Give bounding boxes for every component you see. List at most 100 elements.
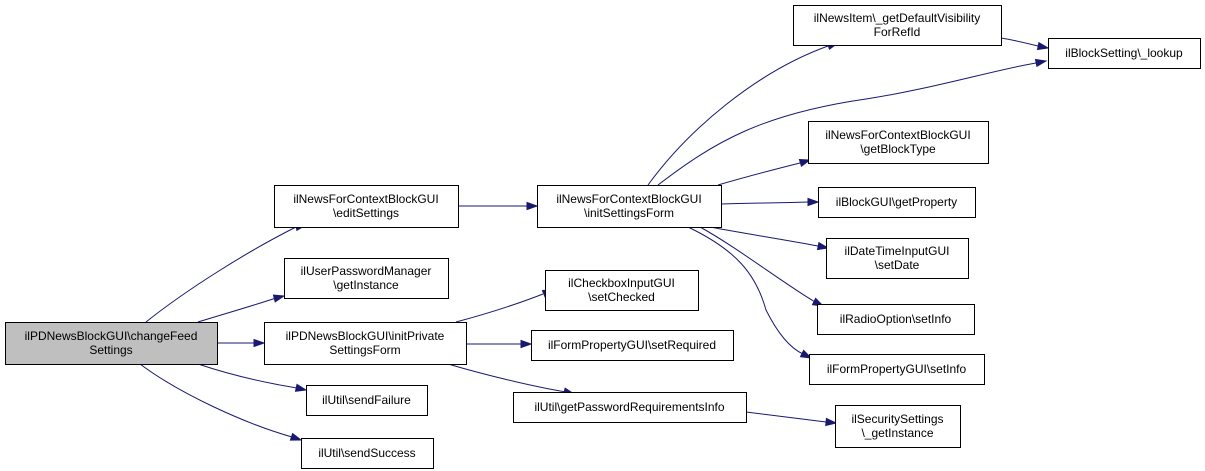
arrowhead-icon: [526, 201, 539, 211]
arrowhead-icon: [289, 432, 303, 441]
edge-line: [1000, 37, 1039, 47]
edge-line: [197, 297, 277, 323]
node-label: ForRefId: [874, 25, 921, 39]
edge-line: [197, 363, 298, 389]
edge-root-to-editSettings: [145, 222, 308, 323]
node-box[interactable]: [793, 5, 1002, 46]
edge-initPrivate-to-setChecked: [455, 289, 555, 323]
node-label: ilUtil\sendFailure: [322, 393, 411, 407]
edge-layer: [139, 37, 1050, 441]
node-box[interactable]: [545, 270, 699, 311]
node-label: ilPDNewsBlockGUI\initPrivate: [286, 329, 445, 343]
edge-root-to-sendFailure: [197, 363, 308, 392]
edge-initSettingsForm-to-radioSetInfo: [699, 226, 825, 307]
node-label: ilCheckboxInputGUI: [568, 276, 675, 290]
edge-initPrivate-to-pwReqInfo: [447, 363, 576, 396]
node-box[interactable]: [818, 187, 976, 218]
node-editSettings[interactable]: ilNewsForContextBlockGUI\editSettings: [274, 185, 459, 228]
node-lookup[interactable]: ilBlockSetting\_lookup: [1048, 38, 1201, 69]
edge-line: [699, 226, 816, 303]
node-getProperty[interactable]: ilBlockGUI\getProperty: [818, 187, 976, 218]
node-label: ilUtil\sendSuccess: [318, 446, 415, 460]
node-label: ilFormPropertyGUI\setInfo: [827, 362, 967, 376]
node-box[interactable]: [264, 322, 467, 365]
arrowhead-icon: [1034, 58, 1048, 68]
node-box[interactable]: [513, 392, 747, 423]
node-box[interactable]: [808, 121, 989, 164]
edge-line: [657, 62, 1037, 186]
node-label: ilDateTimeInputGUI: [845, 244, 950, 258]
node-box[interactable]: [809, 354, 985, 385]
node-label: ilBlockGUI\getProperty: [836, 195, 957, 209]
node-label: \getInstance: [333, 278, 399, 292]
node-setRequired[interactable]: ilFormPropertyGUI\setRequired: [531, 330, 734, 361]
edge-editSettings-to-initSettingsForm: [458, 201, 539, 211]
node-label: ilRadioOption\setInfo: [840, 312, 952, 326]
edge-initPrivate-to-setRequired: [465, 339, 533, 349]
arrowhead-icon: [253, 338, 266, 348]
node-box[interactable]: [284, 258, 449, 299]
arrowhead-icon: [825, 417, 838, 427]
node-sendSuccess[interactable]: ilUtil\sendSuccess: [301, 438, 434, 469]
node-secGetInstance[interactable]: ilSecuritySettings\_getInstance: [835, 405, 961, 448]
node-setDate[interactable]: ilDateTimeInputGUI\setDate: [826, 238, 969, 279]
edge-line: [139, 363, 293, 438]
node-label: ilNewsItem\_getDefaultVisibility: [814, 11, 981, 25]
node-label: \initSettingsForm: [584, 206, 674, 220]
node-sendFailure[interactable]: ilUtil\sendFailure: [306, 385, 428, 416]
node-label: \getBlockType: [860, 142, 936, 156]
edge-line: [709, 226, 819, 247]
node-box[interactable]: [817, 304, 975, 335]
edge-initSettingsForm-to-setDate: [709, 226, 830, 251]
node-label: \setChecked: [588, 290, 655, 304]
node-label: ilUtil\getPasswordRequirementsInfo: [534, 400, 724, 414]
node-box[interactable]: [301, 438, 434, 469]
edge-initSettingsForm-to-getBlockType: [717, 158, 812, 186]
arrowhead-icon: [807, 197, 820, 207]
node-upmGetInstance[interactable]: ilUserPasswordManager\getInstance: [284, 258, 449, 299]
node-label: SettingsForm: [329, 343, 400, 357]
node-fpSetInfo[interactable]: ilFormPropertyGUI\setInfo: [809, 354, 985, 385]
edge-root-to-initPrivate: [217, 338, 266, 348]
node-box[interactable]: [531, 330, 734, 361]
node-box[interactable]: [537, 185, 722, 228]
edge-line: [745, 411, 827, 423]
arrowhead-icon: [520, 339, 533, 349]
node-box[interactable]: [1048, 38, 1201, 69]
arrowhead-icon: [294, 383, 308, 392]
node-label: Settings: [89, 343, 132, 357]
node-label: ilPDNewsBlockGUI\changeFeed: [25, 329, 198, 343]
node-box[interactable]: [5, 322, 218, 365]
arrowhead-icon: [272, 294, 286, 303]
node-label: ilNewsForContextBlockGUI: [556, 192, 701, 206]
node-label: ilUserPasswordManager: [301, 264, 432, 278]
edge-line: [145, 226, 297, 323]
arrowhead-icon: [816, 241, 830, 251]
edge-initSettingsForm-to-lookup: [657, 58, 1048, 186]
edge-line: [447, 363, 567, 393]
node-initSettingsForm[interactable]: ilNewsForContextBlockGUI\initSettingsFor…: [537, 185, 722, 228]
node-label: ilBlockSetting\_lookup: [1065, 46, 1183, 60]
node-box[interactable]: [835, 405, 961, 448]
edge-line: [455, 293, 544, 323]
edge-pwReqInfo-to-secGetInstance: [745, 411, 838, 427]
node-radioSetInfo[interactable]: ilRadioOption\setInfo: [817, 304, 975, 335]
node-pwReqInfo[interactable]: ilUtil\getPasswordRequirementsInfo: [513, 392, 747, 423]
edge-defaultVis-to-lookup: [1000, 37, 1050, 51]
edge-initSettingsForm-to-fpSetInfo: [687, 226, 813, 359]
node-box[interactable]: [826, 238, 969, 279]
edge-line: [720, 201, 809, 205]
node-label: ilNewsForContextBlockGUI: [825, 128, 970, 142]
node-setChecked[interactable]: ilCheckboxInputGUI\setChecked: [545, 270, 699, 311]
edge-root-to-upmGetInstance: [197, 294, 286, 323]
node-box[interactable]: [306, 385, 428, 416]
edge-initSettingsForm-to-getProperty: [720, 197, 820, 207]
node-getBlockType[interactable]: ilNewsForContextBlockGUI\getBlockType: [808, 121, 989, 164]
node-box[interactable]: [274, 185, 459, 228]
node-label: \_getInstance: [861, 426, 933, 440]
